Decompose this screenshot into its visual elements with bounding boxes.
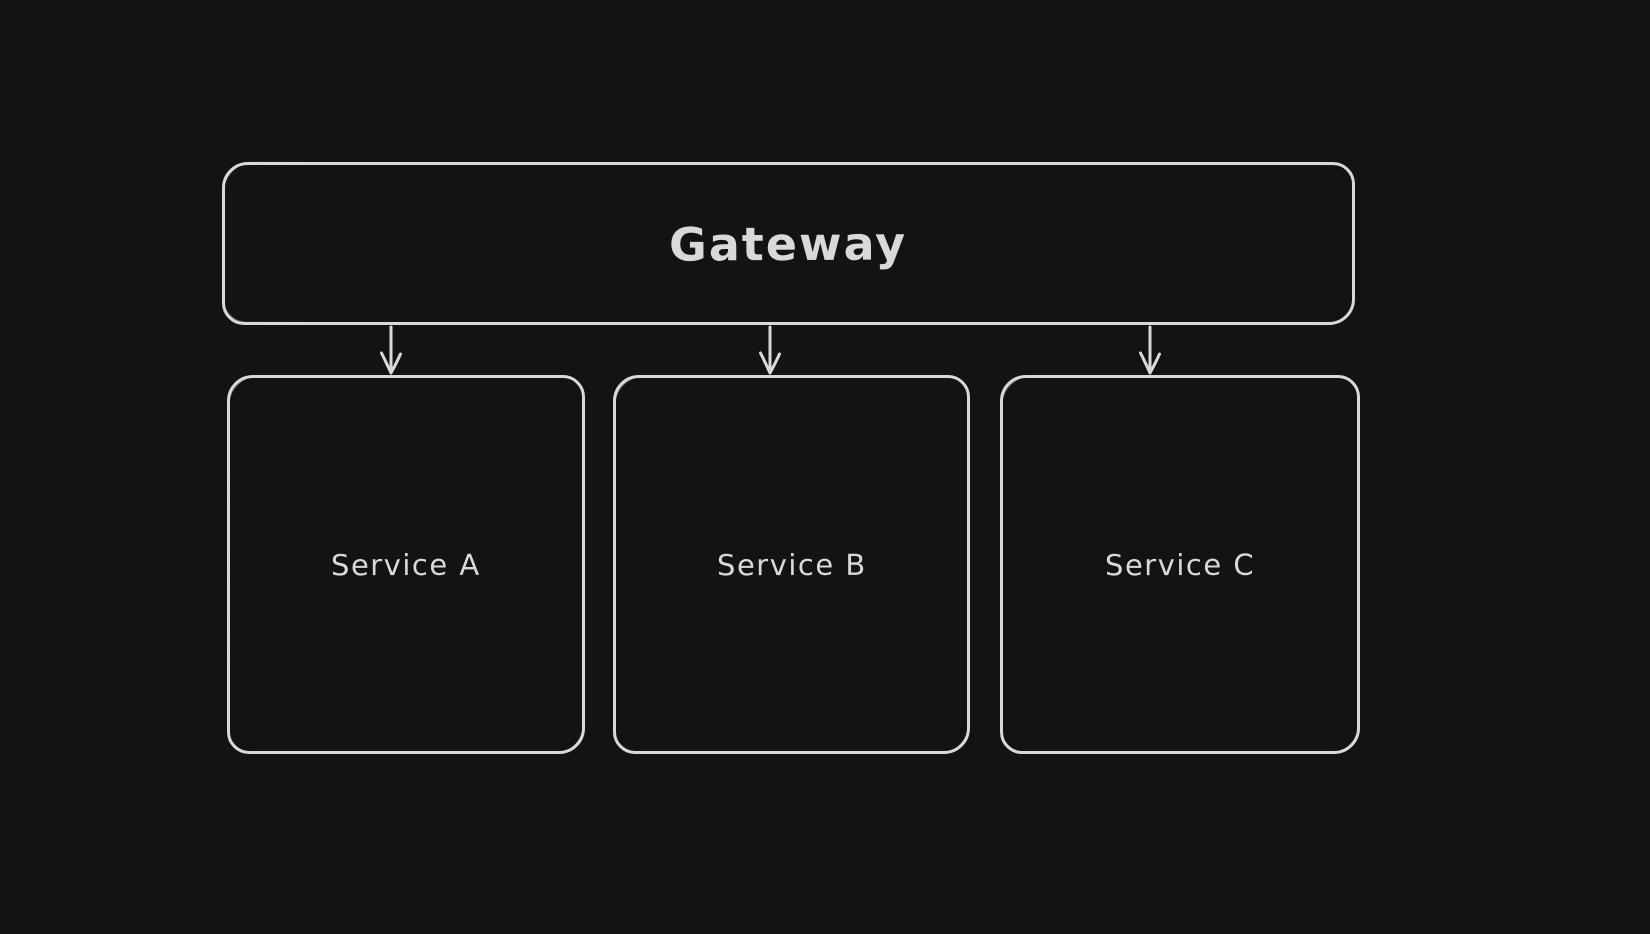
gateway-label: Gateway xyxy=(669,215,908,272)
arrow-gateway-to-service-b xyxy=(759,325,781,375)
service-a-label: Service A xyxy=(331,547,481,582)
gateway-node: Gateway xyxy=(222,162,1355,325)
arrow-gateway-to-service-c xyxy=(1139,325,1161,375)
service-b-node: Service B xyxy=(613,375,970,754)
service-c-node: Service C xyxy=(1000,375,1360,754)
service-a-node: Service A xyxy=(227,375,585,754)
service-b-label: Service B xyxy=(716,547,867,582)
arrow-gateway-to-service-a xyxy=(380,325,402,375)
service-c-label: Service C xyxy=(1104,547,1256,582)
